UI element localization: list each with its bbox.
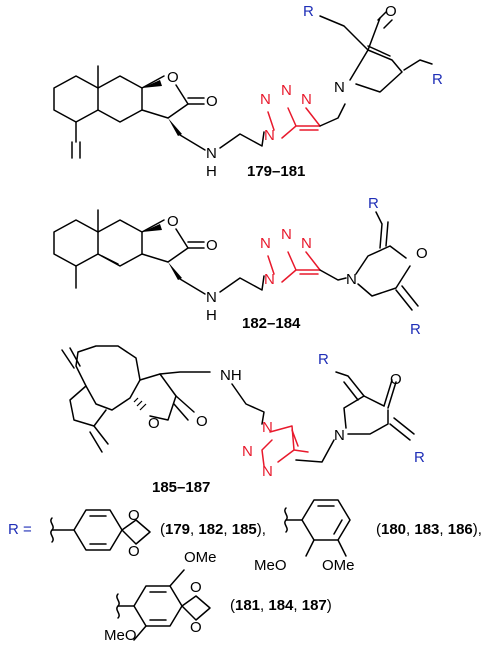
piperidine-n-3: N xyxy=(334,427,345,444)
piperidine-n: N xyxy=(334,79,345,96)
ketone-oxygen-3: O xyxy=(390,371,402,388)
dioxole-o2: O xyxy=(128,543,140,560)
dioxole-o1: O xyxy=(128,507,140,524)
compound-label-179-181: 179–181 xyxy=(247,163,305,180)
r-group-bottom-2: R xyxy=(410,321,421,338)
triazole-n4: N xyxy=(264,127,275,144)
legend-set-2: (180, 183, 186), xyxy=(376,521,482,538)
triazole-n1-2: N xyxy=(260,235,271,252)
r-equals-label: R = xyxy=(8,521,32,538)
dimethoxy-benzodioxole-substituent: OMe MeO O O xyxy=(104,549,217,644)
triazole-n3-2: N xyxy=(301,235,312,252)
amine-nh-3: NH xyxy=(220,367,242,384)
benzodioxole-substituent: O O xyxy=(50,507,151,560)
dioxole-o3: O xyxy=(190,579,202,596)
ketone-oxygen: O xyxy=(385,3,397,20)
dimethoxyphenyl-substituent: MeO OMe xyxy=(254,499,355,574)
lactone-oxygen-3: O xyxy=(148,415,160,432)
ketone-oxygen-2: O xyxy=(416,245,428,262)
r-group-top-3: R xyxy=(318,351,329,368)
triazole-n3-3: N xyxy=(262,463,273,480)
carbonyl-oxygen-2: O xyxy=(206,237,218,254)
amine-h-2: H xyxy=(206,307,217,324)
legend-set-3: (181, 184, 187) xyxy=(230,597,332,614)
carbonyl-oxygen-3: O xyxy=(196,413,208,430)
piperidine-n-2: N xyxy=(346,271,357,288)
lactone-oxygen: O xyxy=(167,69,179,86)
triazole-n2-2: N xyxy=(281,226,292,243)
amine-h: H xyxy=(206,163,217,180)
structure-185-187: O O NH N N N N O R R 185–187 xyxy=(61,345,425,496)
triazole-n1-3: N xyxy=(262,419,273,436)
hashed-wedge xyxy=(133,397,147,411)
r-group-top: R xyxy=(303,3,314,20)
r-group-top-2: R xyxy=(368,195,379,212)
compound-label-182-184: 182–184 xyxy=(242,315,301,332)
methoxy-top: OMe xyxy=(184,549,217,566)
methoxy-left: MeO xyxy=(254,557,287,574)
r-group-bottom-3: R xyxy=(414,449,425,466)
amine-n-2: N xyxy=(206,289,217,306)
methoxy-bottom: MeO xyxy=(104,627,137,644)
legend-set-1: (179, 182, 185), xyxy=(160,521,266,538)
methoxy-right: OMe xyxy=(322,557,355,574)
dioxole-o4: O xyxy=(190,619,202,636)
structure-182-184: O O N H N N N N N O R R 182–184 xyxy=(53,195,428,338)
r-group-right: R xyxy=(432,71,443,88)
compound-label-185-187: 185–187 xyxy=(152,479,210,496)
triazole-n3: N xyxy=(301,91,312,108)
triazole-n2-3: N xyxy=(242,443,253,460)
amine-n: N xyxy=(206,145,217,162)
carbonyl-oxygen: O xyxy=(206,93,218,110)
triazole-n4-2: N xyxy=(264,271,275,288)
lactone-oxygen-2: O xyxy=(167,213,179,230)
triazole-n1: N xyxy=(260,91,271,108)
triazole-n2: N xyxy=(281,82,292,99)
structure-179-181: O O N H N N N N N O R R 179–181 xyxy=(53,3,443,180)
r-group-legend: R = O O (179, 182, 185), MeO OMe (180, 1… xyxy=(8,499,482,644)
